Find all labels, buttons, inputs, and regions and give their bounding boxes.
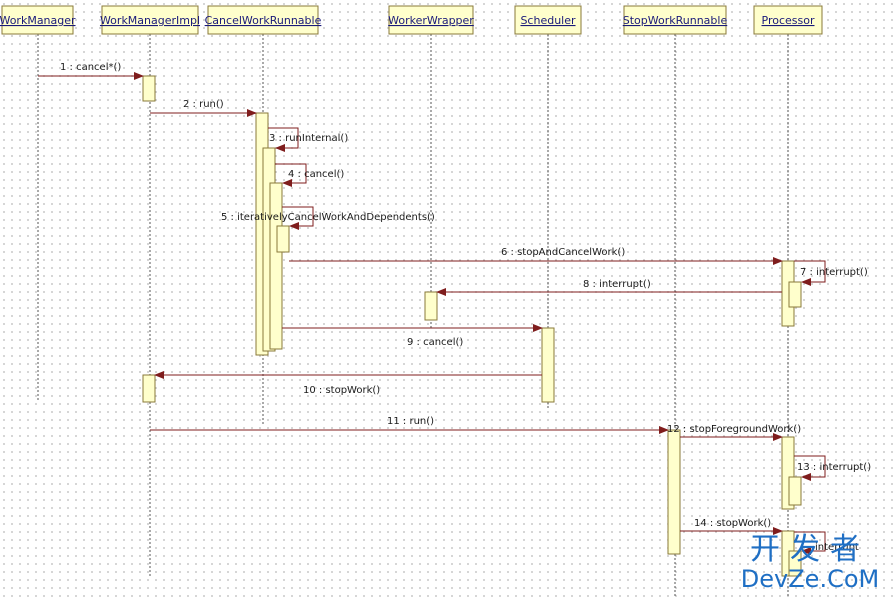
watermark: 开发者 DevZe.CoM (735, 532, 885, 593)
message-5-self: 5 : iterativelyCancelWorkAndDependents() (221, 206, 435, 230)
message-11: 11 : run() (150, 416, 669, 434)
message-15-self: interrupt (794, 531, 859, 555)
activations (142, 75, 802, 577)
message-label: interrupt (815, 542, 859, 553)
activation-bar (142, 374, 156, 403)
participant-cancelworkrunnable: CancelWorkRunnable (205, 5, 322, 35)
message-label: 14 : stopWork() (694, 518, 771, 529)
message-label: 8 : interrupt() (583, 279, 651, 290)
participant-processor: Processor (753, 5, 823, 35)
message-label: 3 : runInternal() (269, 133, 348, 144)
message-label: 5 : iterativelyCancelWorkAndDependents() (221, 212, 435, 223)
watermark-line2: DevZe.CoM (740, 565, 880, 593)
message-label: 11 : run() (387, 416, 434, 427)
participant-label: StopWorkRunnable (623, 14, 728, 27)
message-8: 8 : interrupt() (436, 279, 782, 296)
participant-label: CancelWorkRunnable (205, 14, 322, 27)
activation-bar (667, 429, 681, 555)
activation-bar (276, 225, 290, 253)
message-12: 12 : stopForegroundWork() (667, 424, 801, 441)
activation-bar (142, 75, 156, 102)
participant-workmanager: WorkManager (0, 5, 76, 35)
message-label: 13 : interrupt() (797, 462, 871, 473)
participant-label: Processor (762, 14, 815, 27)
message-label: 7 : interrupt() (800, 267, 868, 278)
participant-stopworkrunnable: StopWorkRunnable (623, 5, 728, 35)
watermark-line1: 开发者 (750, 532, 870, 567)
message-label: 10 : stopWork() (303, 385, 380, 396)
message-label: 6 : stopAndCancelWork() (501, 247, 625, 258)
message-10: 10 : stopWork() (154, 371, 542, 396)
participant-label: WorkManager (0, 14, 76, 27)
message-label: 4 : cancel() (288, 169, 344, 180)
activation-bar (788, 281, 802, 308)
message-1: 1 : cancel*() (38, 62, 144, 80)
message-label: 2 : run() (183, 99, 224, 110)
participant-scheduler: Scheduler (514, 5, 582, 35)
activation-bar (788, 550, 802, 577)
activation-bar (424, 291, 438, 321)
message-9: 9 : cancel() (282, 324, 543, 348)
message-6: 6 : stopAndCancelWork() (289, 247, 783, 265)
message-4-self: 4 : cancel() (275, 163, 344, 187)
activation-bar (788, 476, 802, 506)
message-3-self: 3 : runInternal() (268, 127, 348, 152)
message-7-self: 7 : interrupt() (794, 260, 868, 286)
message-label: 9 : cancel() (407, 337, 463, 348)
participant-label: Scheduler (520, 14, 576, 27)
participant-label: WorkManagerImpl (100, 14, 200, 27)
message-label: 12 : stopForegroundWork() (667, 424, 801, 435)
message-14: 14 : stopWork() (680, 518, 783, 535)
message-13-self: 13 : interrupt() (794, 455, 871, 481)
activation-bar (269, 182, 283, 350)
participant-workerwrapper: WorkerWrapper (388, 5, 474, 35)
participant-label: WorkerWrapper (388, 14, 474, 27)
message-label: 1 : cancel*() (60, 62, 121, 73)
activation-bar (541, 327, 555, 403)
message-2: 2 : run() (150, 99, 257, 117)
participant-workmanagerimpl: WorkManagerImpl (100, 5, 200, 35)
